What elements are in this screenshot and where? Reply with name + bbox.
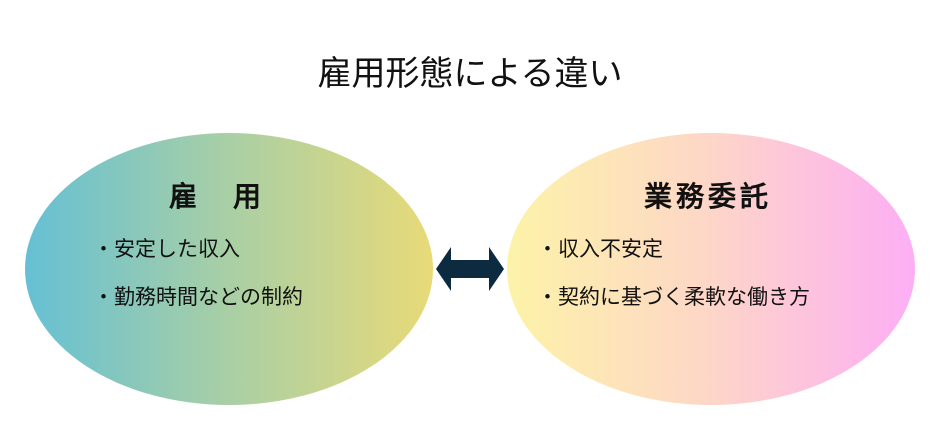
outsourcing-bullet: ・収入不安定: [537, 237, 663, 261]
double-arrow-icon: [436, 247, 504, 291]
employment-bullet: ・勤務時間などの制約: [93, 285, 303, 309]
employment-bullet: ・安定した収入: [93, 237, 240, 261]
outsourcing-bullet: ・契約に基づく柔軟な働き方: [537, 285, 810, 309]
employment-ellipse: 雇 用 ・安定した収入 ・勤務時間などの制約: [25, 133, 433, 405]
outsourcing-heading: 業務委託: [643, 180, 772, 213]
employment-heading: 雇 用: [168, 180, 265, 213]
outsourcing-ellipse: 業務委託 ・収入不安定 ・契約に基づく柔軟な働き方: [507, 133, 915, 405]
diagram-title: 雇用形態による違い: [317, 54, 623, 94]
